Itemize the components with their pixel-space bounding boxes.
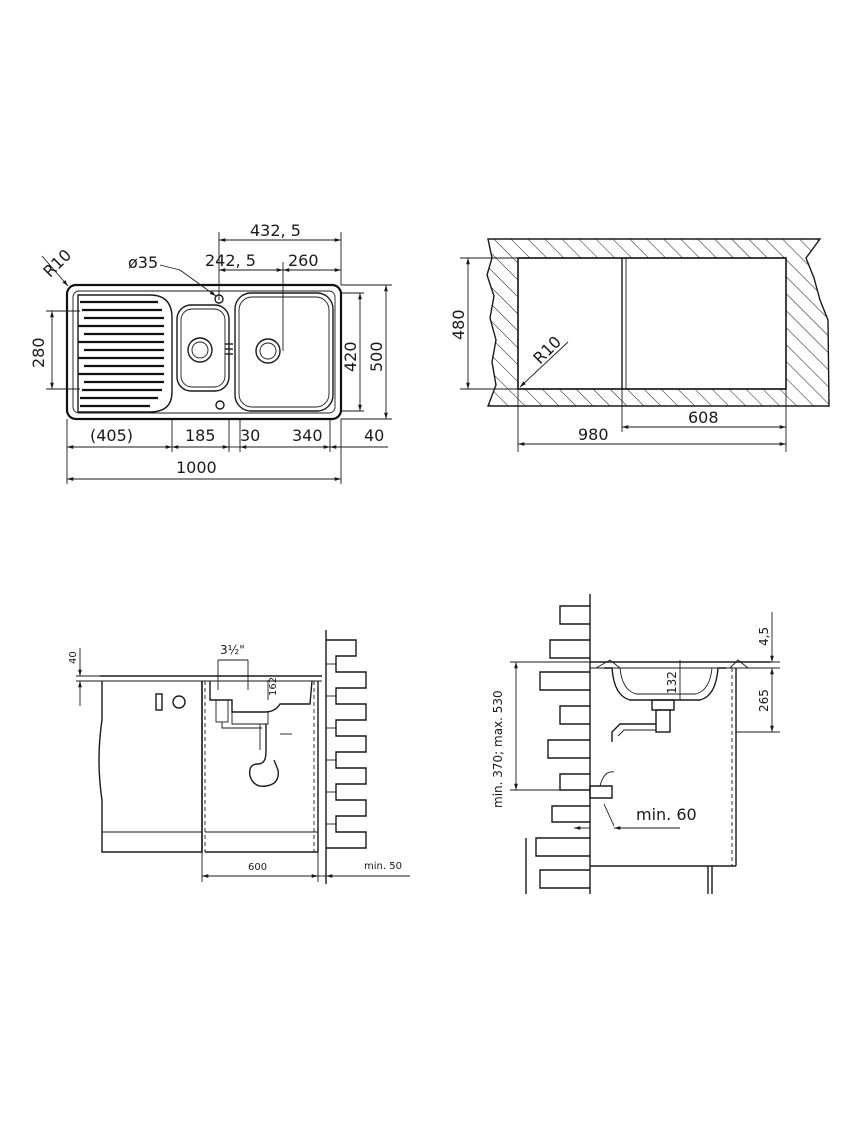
cutout-view: 480 R10 608 980 xyxy=(449,238,830,452)
waste-pipe xyxy=(611,723,656,742)
dim-432: 432, 5 xyxy=(250,221,301,240)
dim-608: 608 xyxy=(688,408,719,427)
overflow-connector xyxy=(225,343,233,355)
cutout-radius-label: R10 xyxy=(529,332,565,368)
side-dim-4-5: 4,5 xyxy=(757,627,771,646)
front-dim-162: 162 xyxy=(268,677,279,696)
sink-profile xyxy=(209,680,313,713)
front-install-view: 40 3½" 162 xyxy=(68,630,410,884)
dim-500: 500 xyxy=(367,341,386,372)
small-bowl xyxy=(176,304,230,392)
side-dim-132: 132 xyxy=(665,671,679,694)
side-dim-min60: min. 60 xyxy=(636,805,697,824)
side-dim-minmax: min. 370; max. 530 xyxy=(491,690,505,808)
small-hole xyxy=(215,400,225,410)
dim-260: 260 xyxy=(288,251,319,270)
front-dim-40: 40 xyxy=(68,651,79,664)
drainer-grooves xyxy=(78,300,164,408)
brick-wall-front xyxy=(325,630,367,884)
countertop-hatch xyxy=(486,238,830,407)
radius-label: R10 xyxy=(39,245,75,281)
cutout-opening xyxy=(517,257,787,390)
dim-40: 40 xyxy=(364,426,384,445)
siphon-trap xyxy=(248,724,279,787)
front-dim-min50: min. 50 xyxy=(364,861,402,872)
dim-242: 242, 5 xyxy=(205,251,256,270)
side-install-view: min. 370; max. 530 min. 60 132 4,5 265 xyxy=(491,594,780,894)
dim-480: 480 xyxy=(449,309,468,340)
dim-340: 340 xyxy=(292,426,323,445)
brick-wall-side xyxy=(525,594,591,894)
drainer-area xyxy=(77,294,173,413)
sink-outline xyxy=(65,283,343,421)
dim-980: 980 xyxy=(578,425,609,444)
dim-420: 420 xyxy=(341,341,360,372)
dim-30: 30 xyxy=(240,426,260,445)
large-bowl xyxy=(234,292,334,412)
hole-diameter-label: ø35 xyxy=(128,253,158,272)
front-dim-3half: 3½" xyxy=(220,643,245,657)
small-bowl-drain xyxy=(187,337,213,363)
side-dim-265: 265 xyxy=(757,689,771,712)
dim-280: 280 xyxy=(29,337,48,368)
dim-185: 185 xyxy=(185,426,216,445)
dim-1000: 1000 xyxy=(176,458,217,477)
left-cabinet xyxy=(98,681,203,853)
large-bowl-drain xyxy=(255,338,281,364)
sink-plan-view: R10 ø35 432, 5 242, 5 260 280 420 500 xyxy=(29,221,392,484)
front-dim-600: 600 xyxy=(248,862,267,873)
dim-405: (405) xyxy=(90,426,133,445)
